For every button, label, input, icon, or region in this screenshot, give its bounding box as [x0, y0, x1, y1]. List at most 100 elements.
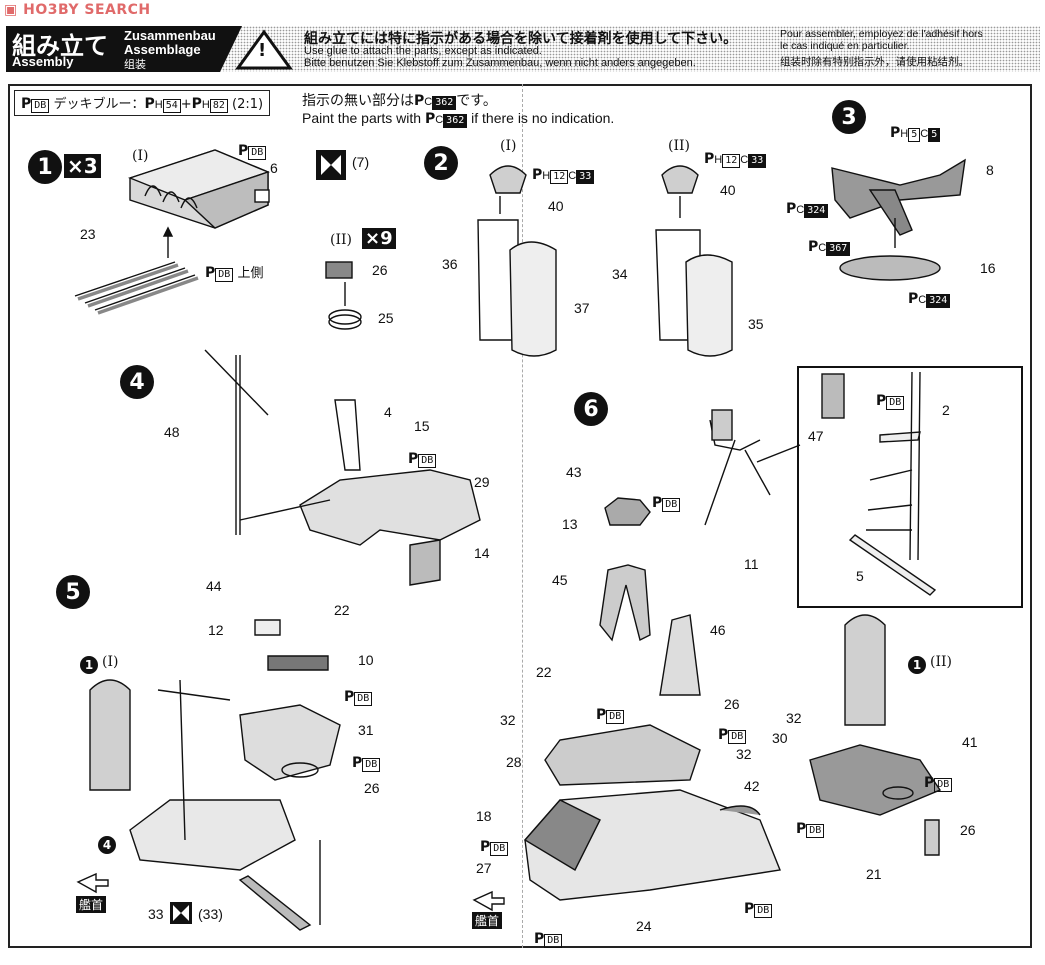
c-label: C — [920, 128, 929, 140]
part-13: 13 — [562, 516, 578, 532]
title-en: Assembly — [12, 54, 74, 69]
part-43: 43 — [566, 464, 582, 480]
part-47: 47 — [808, 428, 824, 444]
paint-mark-icon: P — [596, 707, 607, 723]
header-band: 組み立て Assembly Zusammenbau Assemblage 组装 … — [6, 26, 1040, 72]
c-label: C — [818, 242, 827, 254]
note-en-pre: Paint the parts with — [302, 110, 422, 126]
paint-mark-icon: P — [191, 96, 202, 112]
pc-box: 324 — [926, 294, 951, 308]
part-21: 26 — [960, 822, 976, 838]
ph-box: 12 — [722, 154, 741, 168]
note-code-jp: 362 — [432, 96, 457, 110]
part-36: 36 — [442, 256, 458, 272]
bow-label-right: 艦首 — [472, 912, 503, 929]
part-25: 25 — [378, 310, 394, 326]
db-box: DB — [490, 842, 509, 856]
ref-step-2-i: 1 — [80, 654, 98, 674]
part-22-s6: 22 — [536, 664, 552, 680]
part-40-ii: 40 — [720, 182, 736, 198]
part-24: 24 — [636, 918, 652, 934]
title-fr: Assemblage — [124, 42, 201, 57]
pc-box: 33 — [576, 170, 595, 184]
camera-icon: ▣ — [4, 2, 18, 18]
paint-mark-icon: P — [480, 839, 491, 855]
paint-mark-icon: P — [876, 393, 887, 409]
paint-mark-icon: P — [908, 291, 919, 307]
part-18: 18 — [476, 808, 492, 824]
part-26-s6b: 41 — [962, 734, 978, 750]
part-30: 32 — [786, 710, 802, 726]
warning-de: Bitte benutzen Sie Klebstoff zum Zusamme… — [304, 57, 696, 69]
part-28: 28 — [506, 754, 522, 770]
part-34: 34 — [612, 266, 628, 282]
paint-mark-icon: P — [808, 239, 819, 255]
paint-mark-icon: P — [534, 931, 545, 947]
step-5-badge: 5 — [56, 575, 90, 609]
pc-box: 367 — [826, 242, 851, 256]
db-box: DB — [662, 498, 681, 512]
paint-mark-icon: P — [924, 775, 935, 791]
h-label: H — [714, 154, 723, 166]
c-label: C — [424, 96, 433, 108]
part-16: 16 — [980, 260, 996, 276]
db-box: DB — [544, 934, 563, 948]
part-10: 10 — [358, 652, 374, 668]
step-1-sub-ii: (II) — [330, 232, 352, 248]
ref-step-2-ii: 1 — [908, 654, 926, 674]
paint-mark-icon: P — [344, 689, 355, 705]
ref-circle-2b: 1 — [908, 656, 926, 674]
ph-box: 12 — [550, 170, 569, 184]
no-glue-icon — [316, 150, 346, 180]
part-11: 11 — [744, 556, 759, 572]
part-6: 6 — [270, 160, 278, 176]
paint-mark-icon: P — [652, 495, 663, 511]
part-23: 23 — [80, 226, 96, 242]
h-label: H — [900, 128, 909, 140]
db-box: DB — [418, 454, 437, 468]
part-29: 29 — [474, 474, 490, 490]
c-label: C — [740, 154, 749, 166]
paint-mark-icon: P — [408, 451, 419, 467]
step-2-sub-ii: (II) — [668, 138, 690, 154]
db-box: DB — [728, 730, 747, 744]
paint-mark-icon: P — [744, 901, 755, 917]
part-12: 12 — [208, 622, 224, 638]
part-26: 26 — [372, 262, 388, 278]
legend-ratio: (2:1) — [232, 97, 264, 112]
ref-7: (7) — [352, 154, 370, 170]
paint-mark-icon: P — [786, 201, 797, 217]
db-box: DB — [806, 824, 825, 838]
h-label: H — [154, 99, 163, 111]
c-label: C — [796, 204, 805, 216]
paint-mark-icon: P — [21, 96, 32, 112]
note-jp-post: です。 — [456, 93, 497, 109]
db-box: DB — [362, 758, 381, 772]
db-box: DB — [354, 692, 373, 706]
warning-en: Use glue to attach the parts, except as … — [304, 45, 542, 57]
paint-mark-icon: P — [414, 93, 425, 109]
paint-mark-icon: P — [704, 151, 715, 167]
ref-step-4: 4 — [98, 834, 116, 854]
h-label: H — [542, 170, 551, 182]
part-26-s6: 26 — [724, 696, 740, 712]
part-37: 37 — [574, 300, 590, 316]
paint-mark-icon: P — [238, 143, 249, 159]
part-8: 8 — [986, 162, 994, 178]
bow-label-left: 艦首 — [76, 896, 107, 913]
no-glue-icon — [170, 902, 192, 924]
part-32: 32 — [500, 712, 516, 728]
step-2-badge: 2 — [424, 146, 458, 180]
warning-fr-1: Pour assembler, employez de l'adhésif ho… — [780, 28, 983, 40]
